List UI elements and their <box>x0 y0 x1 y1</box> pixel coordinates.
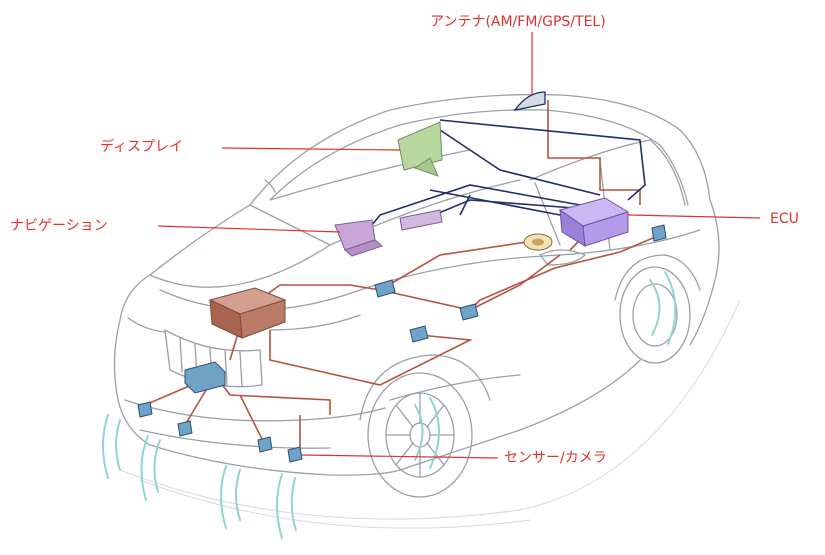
navigation-unit <box>334 209 443 257</box>
label-sensor-camera: センサー/カメラ <box>504 450 607 466</box>
sensor-waves <box>102 271 677 539</box>
engine-block <box>208 287 287 339</box>
label-display: ディスプレイ <box>100 139 184 155</box>
display-unit <box>397 121 443 177</box>
label-antenna: アンテナ(AM/FM/GPS/TEL) <box>430 14 606 30</box>
leader-lines <box>157 32 761 459</box>
label-ecu: ECU <box>770 211 799 227</box>
ground-shadow <box>119 299 741 529</box>
sensor-modules <box>137 224 667 463</box>
ecu-unit <box>558 197 630 247</box>
speaker-unit <box>523 233 553 251</box>
label-navigation: ナビゲーション <box>10 218 108 234</box>
antenna-unit <box>513 91 546 111</box>
